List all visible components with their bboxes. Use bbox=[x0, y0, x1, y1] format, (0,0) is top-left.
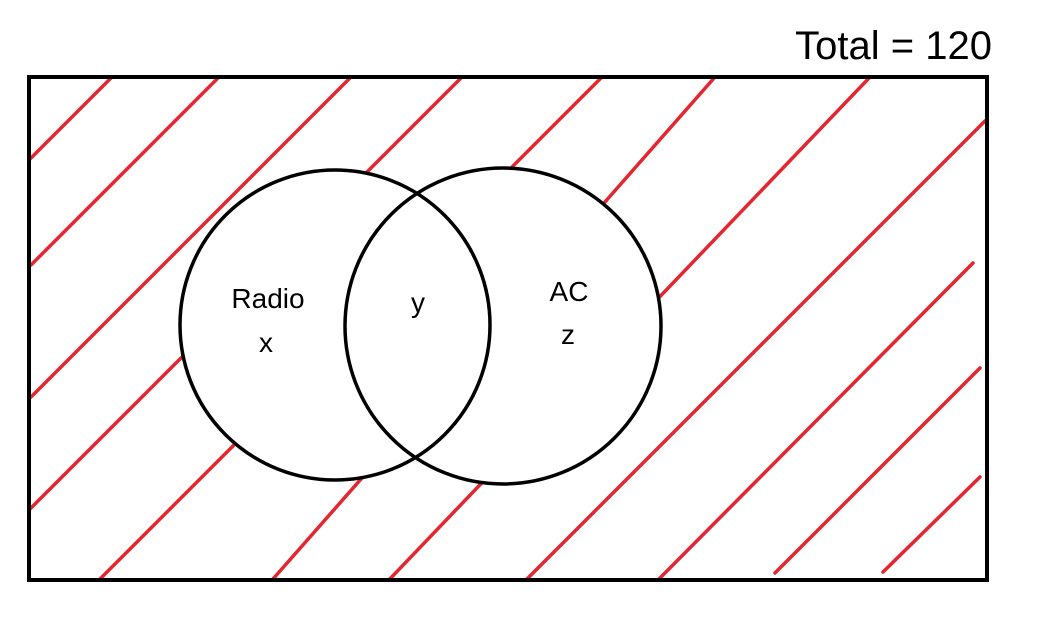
hatch-line bbox=[29, 77, 221, 267]
hatch-line bbox=[386, 77, 872, 580]
hatch-line bbox=[881, 475, 982, 574]
ac-only-value: z bbox=[561, 319, 575, 350]
hatch-line bbox=[29, 77, 114, 162]
radio-set-name: Radio bbox=[231, 283, 304, 314]
hatch-line bbox=[271, 77, 717, 580]
total-label: Total = 120 bbox=[795, 24, 992, 68]
hatch-line bbox=[525, 119, 987, 580]
intersection-value: y bbox=[411, 287, 425, 318]
ac-set-name: AC bbox=[550, 276, 589, 307]
hatch-line bbox=[773, 366, 982, 575]
radio-only-value: x bbox=[259, 327, 273, 358]
radio-circle bbox=[178, 168, 492, 482]
hatch-line bbox=[29, 77, 353, 399]
hatch-line bbox=[29, 77, 464, 513]
universal-set-box bbox=[27, 75, 989, 582]
ac-circle bbox=[343, 166, 663, 486]
hatch-line bbox=[657, 261, 975, 580]
hatch-shading bbox=[29, 77, 987, 580]
hatch-line bbox=[98, 77, 604, 580]
